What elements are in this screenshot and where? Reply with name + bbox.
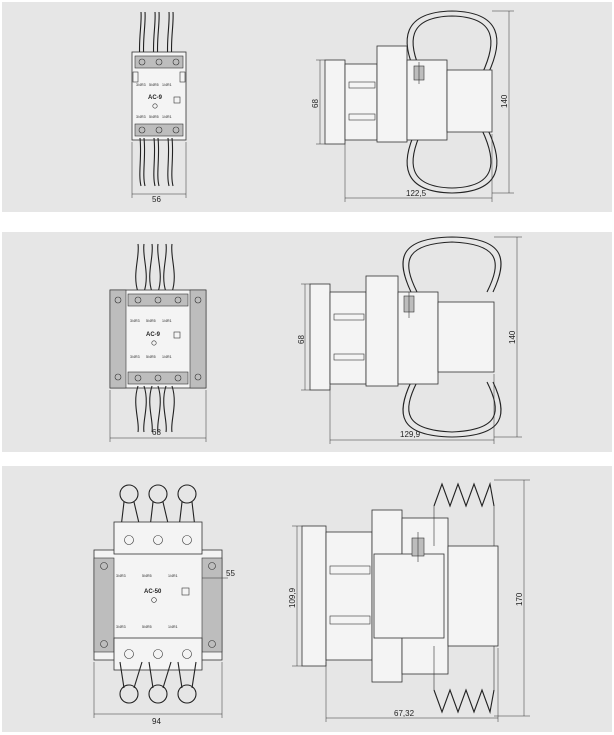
- width-dimension: 56: [131, 142, 187, 204]
- total-height-dimension: 140: [494, 236, 522, 438]
- coil-housing: [365, 275, 399, 387]
- terminal-label-bottom-2: 5/4R5: [146, 355, 156, 359]
- mounting-plate: [309, 283, 331, 391]
- top-coil-loop: [408, 241, 496, 293]
- indicator-window: [173, 331, 181, 339]
- top-coil-loop: [412, 15, 492, 75]
- terminal-label-bottom-1: 3/4R3: [116, 625, 126, 629]
- bottom-coil-loop: [412, 129, 492, 189]
- capacitor-module: [373, 553, 445, 639]
- drawing-panel-1: 3/4R3 5/4R5 1/4R1 AC-9 3/4R3 5/4R5 1/4R1…: [2, 2, 612, 212]
- terminal-label-top-3: 1/4R1: [162, 83, 172, 87]
- right-auxiliary-contact: [189, 289, 207, 389]
- left-auxiliary-contact: [93, 557, 115, 653]
- spring-housing: [447, 545, 499, 647]
- depth-dimension: 129,9: [329, 374, 495, 444]
- bottom-terminal-housing: [113, 637, 203, 671]
- bottom-wires: [135, 385, 175, 433]
- bottom-spring-coil: [433, 688, 495, 715]
- height-dimension-label: 109,9: [288, 587, 297, 608]
- contactor-frame: [344, 63, 378, 141]
- top-terminal-housing: [113, 521, 203, 555]
- total-height-dimension: 140: [492, 10, 514, 194]
- depth-dimension: 67,32: [325, 648, 499, 722]
- height-dimension: 68: [311, 59, 325, 145]
- terminal-label-bottom-3: 1/4R1: [162, 115, 172, 119]
- offset-dimension: 55: [202, 569, 235, 579]
- model-label: AC-9: [146, 332, 161, 338]
- certification-mark: [152, 103, 158, 109]
- top-terminal-block: [134, 55, 184, 69]
- front-view: 3/4R3 5/4R5 1/4R1 AC-9 3/4R3 5/4R5 1/4R1…: [109, 243, 207, 442]
- contactor-frame: [325, 531, 373, 661]
- terminal-label-top-1: 3/4R3: [116, 574, 126, 578]
- left-auxiliary-contact: [109, 289, 127, 389]
- front-view: 3/4R3 5/4R5 1/4R1 AC-9 3/4R3 5/4R5 1/4R1…: [131, 11, 187, 204]
- total-height-dimension: 170: [494, 479, 530, 717]
- terminal-label-top-3: 1/4R1: [162, 319, 172, 323]
- model-label: AC-50: [144, 589, 162, 595]
- total-height-dimension-label: 140: [500, 94, 509, 108]
- auxiliary-block: [406, 59, 448, 141]
- terminal-label-top-1: 3/4R3: [136, 83, 146, 87]
- terminal-label-top-2: 5/4R5: [149, 83, 159, 87]
- depth-dimension-label: 129,9: [400, 430, 421, 439]
- terminal-label-top-2: 5/4R5: [146, 319, 156, 323]
- width-dimension-label: 56: [152, 195, 161, 204]
- capacitor-module: [446, 69, 493, 133]
- certification-mark: [151, 597, 157, 603]
- side-view: 109,9 170 67,32: [288, 479, 530, 722]
- model-label: AC-9: [148, 95, 163, 101]
- bottom-coil-loop: [408, 381, 496, 433]
- terminal-label-top-1: 3/4R3: [130, 319, 140, 323]
- drawing-panel-3: 3/4R3 5/4R5 1/4R1 AC-50 3/4R3 5/4R5 1/4R…: [2, 466, 612, 732]
- terminal-label-bottom-2: 5/4R5: [142, 625, 152, 629]
- depth-dimension: 122,5: [344, 134, 493, 202]
- certification-mark: [151, 340, 157, 346]
- top-terminal-block: [127, 293, 189, 307]
- front-view: 3/4R3 5/4R5 1/4R1 AC-50 3/4R3 5/4R5 1/4R…: [93, 484, 235, 726]
- coil-housing: [376, 45, 408, 143]
- depth-dimension-label: 67,32: [394, 709, 415, 718]
- side-view: 68 140 122,5: [311, 10, 514, 202]
- terminal-label-top-2: 5/4R5: [142, 574, 152, 578]
- terminal-label-bottom-3: 1/4R1: [162, 355, 172, 359]
- mounting-plate: [301, 525, 327, 667]
- side-view: 68 140 129,9: [297, 236, 522, 444]
- top-wires: [135, 243, 175, 293]
- height-dimension: 68: [297, 283, 310, 391]
- total-height-dimension-label: 140: [508, 330, 517, 344]
- width-dimension: 94: [93, 662, 223, 726]
- top-loops: [119, 484, 197, 537]
- offset-dimension-label: 55: [226, 569, 235, 578]
- width-dimension-label: 94: [152, 717, 161, 726]
- bottom-terminal-block: [134, 123, 184, 137]
- top-spring-coil: [433, 481, 495, 508]
- bottom-loops: [119, 661, 197, 704]
- right-auxiliary-contact: [201, 557, 223, 653]
- terminal-label-bottom-1: 3/4R3: [130, 355, 140, 359]
- terminal-label-bottom-1: 3/4R3: [136, 115, 146, 119]
- indicator-window: [173, 96, 181, 104]
- mounting-plate: [324, 59, 346, 145]
- total-height-dimension-label: 170: [515, 592, 524, 606]
- width-dimension-label: 68: [152, 428, 161, 437]
- drawing-panel-2: 3/4R3 5/4R5 1/4R1 AC-9 3/4R3 5/4R5 1/4R1…: [2, 232, 612, 452]
- bottom-terminal-block: [127, 371, 189, 385]
- height-dimension-label: 68: [311, 99, 320, 108]
- bottom-wires: [139, 137, 174, 187]
- terminal-label-top-3: 1/4R1: [168, 574, 178, 578]
- contactor-frame: [329, 291, 367, 385]
- terminal-label-bottom-2: 5/4R5: [149, 115, 159, 119]
- height-dimension: 109,9: [288, 525, 302, 667]
- height-dimension-label: 68: [297, 335, 306, 344]
- capacitor-module: [437, 301, 495, 373]
- depth-dimension-label: 122,5: [406, 189, 427, 198]
- terminal-label-bottom-3: 1/4R1: [168, 625, 178, 629]
- width-dimension: 68: [109, 390, 207, 442]
- indicator-window: [181, 587, 190, 596]
